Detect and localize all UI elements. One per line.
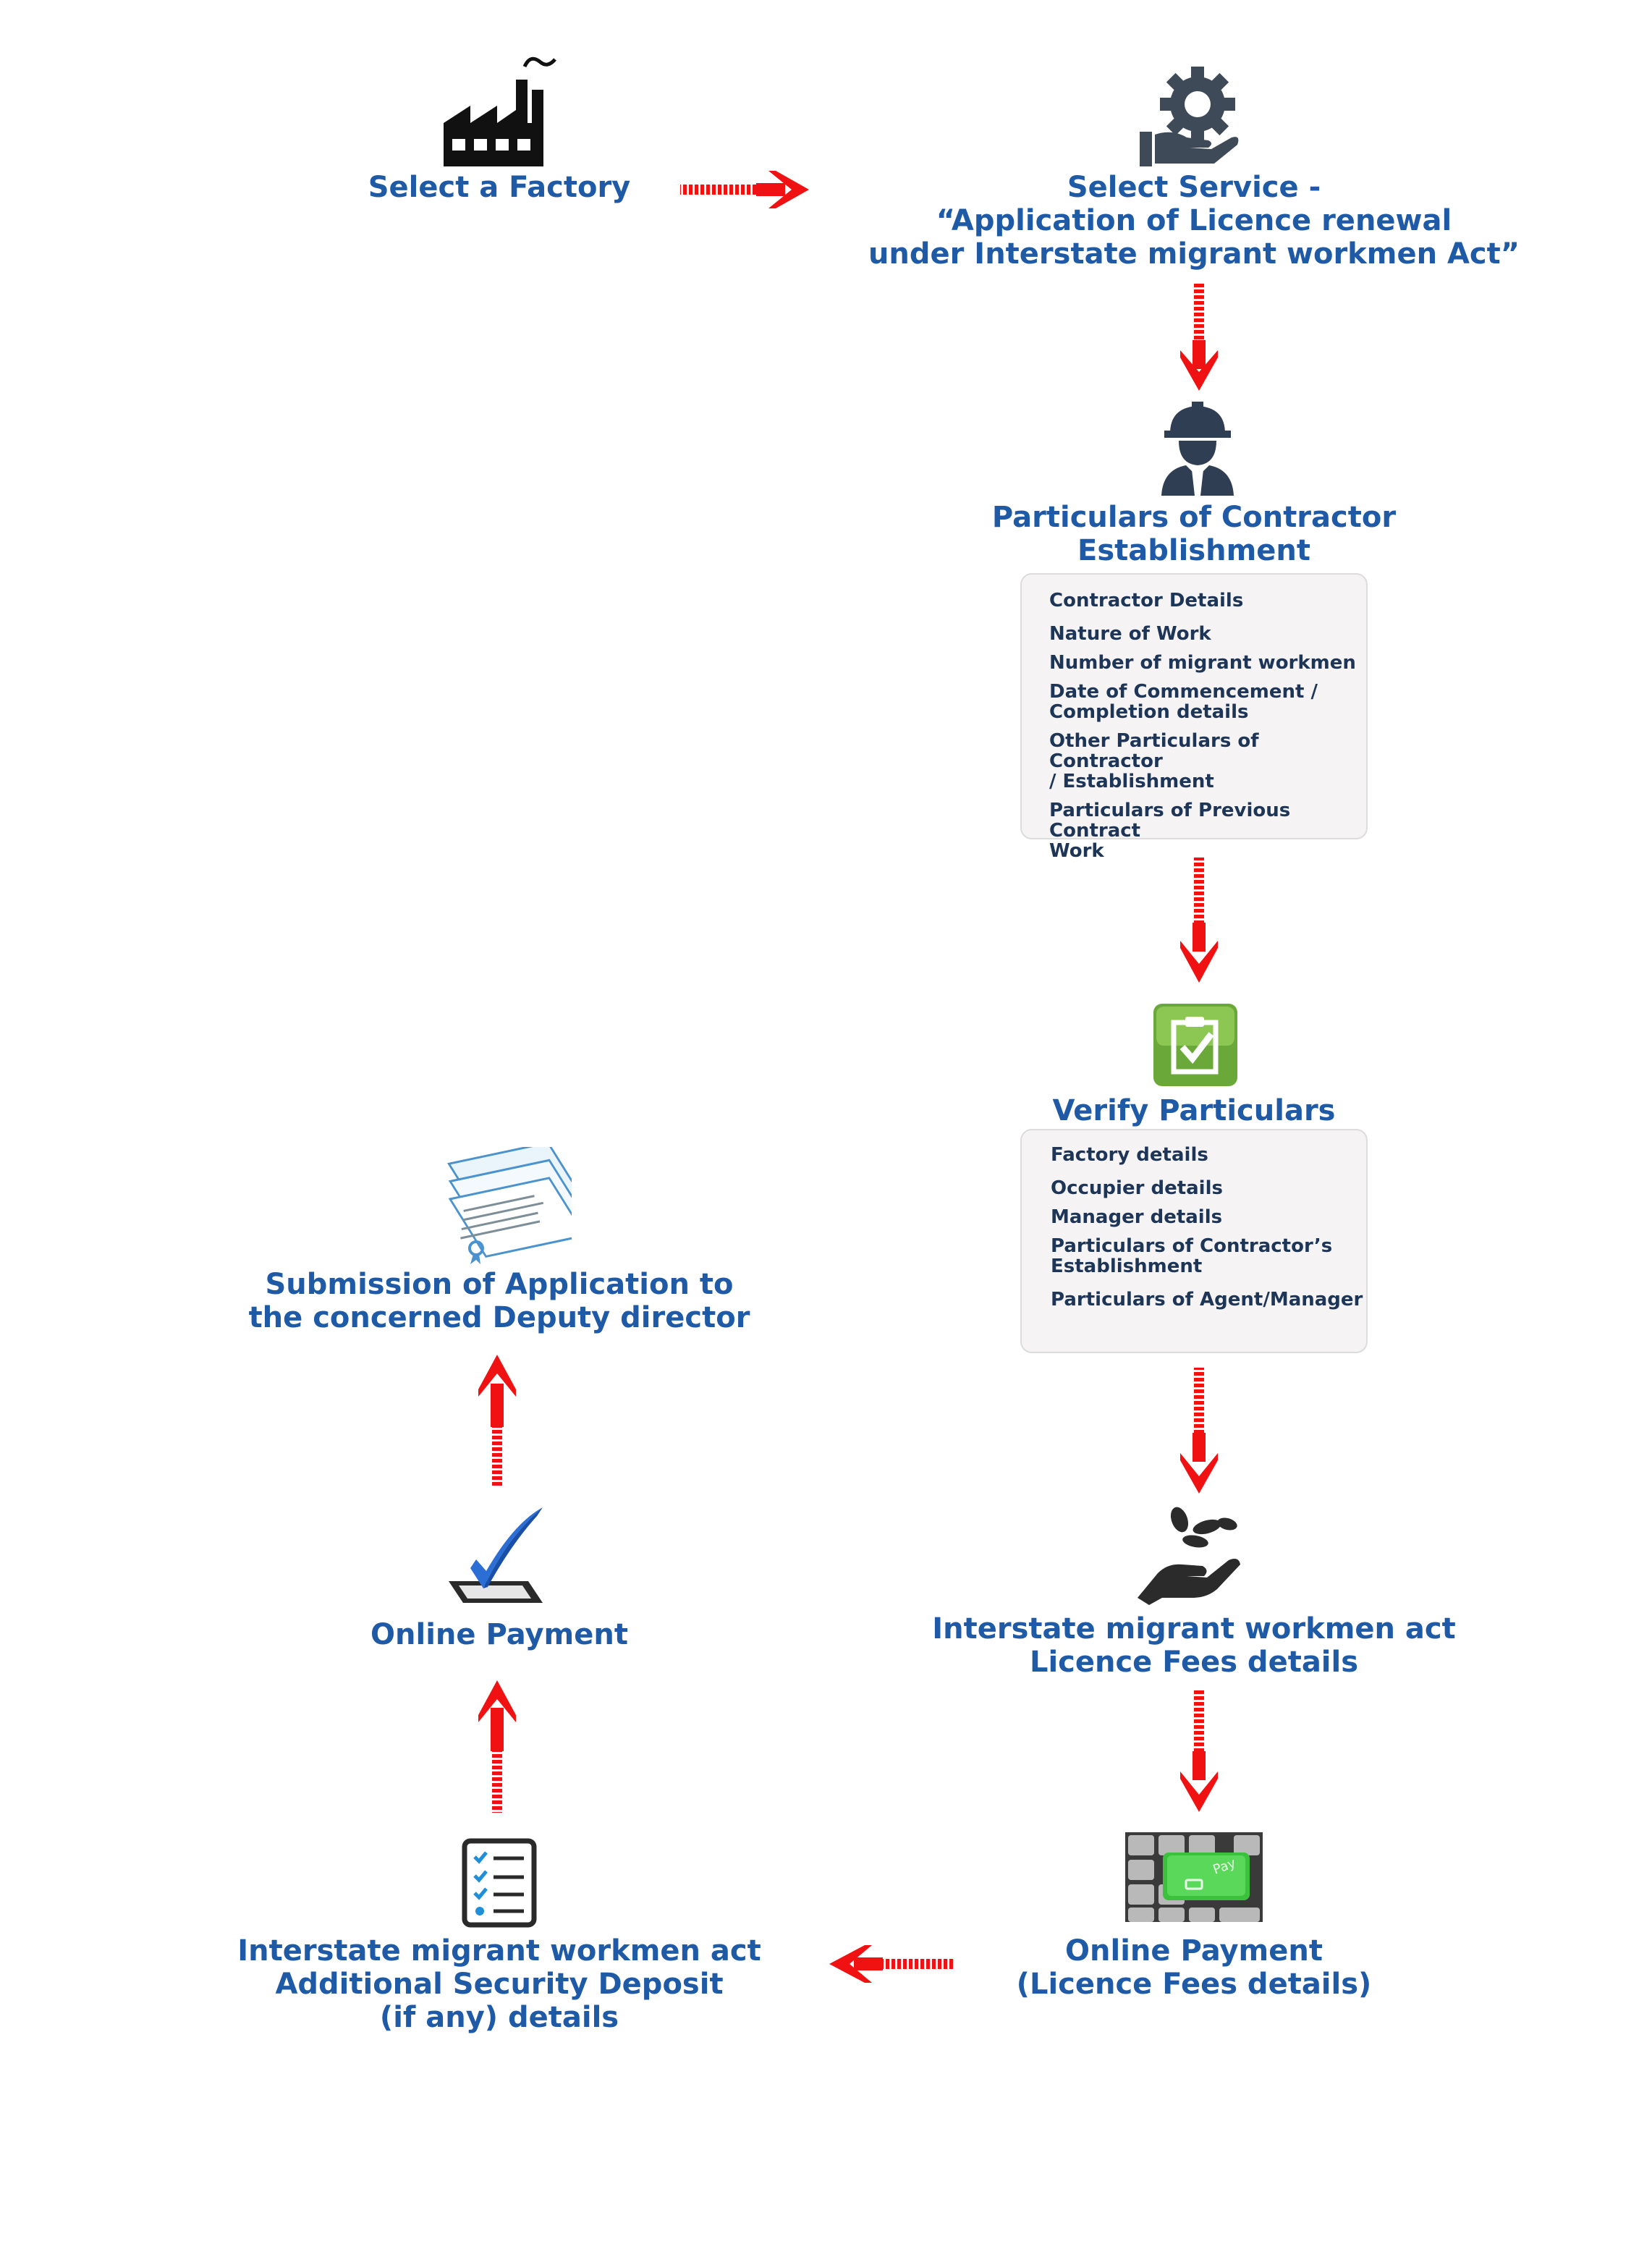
security-deposit-label: Interstate migrant workmen act Additiona…: [210, 1934, 789, 2034]
arrow-fees-to-payment: [1180, 1690, 1218, 1812]
verify-checklist-icon: [1152, 1002, 1239, 1088]
arrow-contractor-to-verify: [1180, 858, 1218, 983]
factory-icon: [438, 51, 557, 166]
hand-coins-icon: [1136, 1504, 1245, 1605]
contractor-item: Work: [1049, 840, 1104, 862]
select-service-label: Select Service - “Application of Licence…: [839, 171, 1549, 271]
pay-keyboard-icon: Pay: [1125, 1832, 1263, 1922]
contractor-line2: Establishment: [1077, 534, 1310, 567]
contractor-item: Date of Commencement /: [1049, 681, 1318, 703]
arrow-factory-to-service: [680, 171, 809, 208]
arrow-verify-to-fees: [1180, 1368, 1218, 1494]
gear-hand-icon: [1136, 59, 1245, 168]
verify-item: Particulars of Agent/Manager: [1051, 1289, 1363, 1311]
contractor-item: Completion details: [1049, 701, 1249, 723]
documents-stack-icon: [427, 1141, 587, 1266]
verify-item: Manager details: [1051, 1206, 1223, 1228]
checklist-clipboard-icon: [462, 1838, 537, 1928]
licence-fees-line1: Interstate migrant workmen act: [932, 1612, 1456, 1646]
contractor-item: / Establishment: [1049, 771, 1214, 792]
online-payment-fees-label: Online Payment (Licence Fees details): [926, 1934, 1462, 2001]
submission-label: Submission of Application to the concern…: [210, 1268, 789, 1334]
contractor-label: Particulars of Contractor Establishment: [926, 501, 1462, 567]
select-service-line2: “Application of Licence renewal: [936, 204, 1452, 237]
arrow-service-to-contractor: [1180, 282, 1218, 391]
submission-line1: Submission of Application to: [265, 1268, 734, 1301]
security-deposit-line1: Interstate migrant workmen act: [237, 1934, 761, 1968]
submission-line2: the concerned Deputy director: [248, 1301, 750, 1334]
contractor-details-box: Contractor Details Nature of Work Number…: [1020, 573, 1368, 861]
verify-item: Particulars of Contractor’s: [1051, 1235, 1333, 1257]
verify-item: Factory details: [1051, 1144, 1208, 1166]
online-payment-fees-line1: Online Payment: [1065, 1934, 1323, 1968]
contractor-item: Nature of Work: [1049, 623, 1211, 645]
select-service-line1: Select Service -: [1067, 171, 1321, 204]
select-service-line3: under Interstate migrant workmen Act”: [868, 237, 1520, 271]
contractor-line1: Particulars of Contractor: [991, 501, 1397, 534]
verify-item: Occupier details: [1051, 1177, 1223, 1199]
arrow-payment-to-deposit: [829, 1945, 955, 1983]
arrow-deposit-to-payment: [478, 1680, 516, 1813]
verify-details-box: Factory details Occupier details Manager…: [1020, 1129, 1368, 1353]
select-factory-label: Select a Factory: [368, 171, 631, 204]
worker-icon: [1154, 402, 1241, 496]
contractor-item: Particulars of Previous Contract: [1049, 800, 1291, 842]
contractor-item: Number of migrant workmen: [1049, 652, 1356, 674]
arrow-payment-to-submission: [478, 1355, 516, 1487]
contractor-item: Other Particulars of Contractor: [1049, 730, 1259, 772]
online-payment-label: Online Payment: [370, 1618, 628, 1651]
contractor-item: Contractor Details: [1049, 590, 1244, 611]
security-deposit-line3: (if any) details: [379, 2001, 619, 2034]
licence-fees-label: Interstate migrant workmen act Licence F…: [905, 1612, 1483, 1679]
security-deposit-line2: Additional Security Deposit: [275, 1968, 724, 2001]
online-payment-fees-line2: (Licence Fees details): [1016, 1968, 1372, 2001]
verify-label: Verify Particulars: [1052, 1094, 1336, 1127]
licence-fees-line2: Licence Fees details: [1029, 1646, 1359, 1679]
checkmark-box-icon: [441, 1502, 550, 1606]
verify-item: Establishment: [1051, 1256, 1203, 1277]
